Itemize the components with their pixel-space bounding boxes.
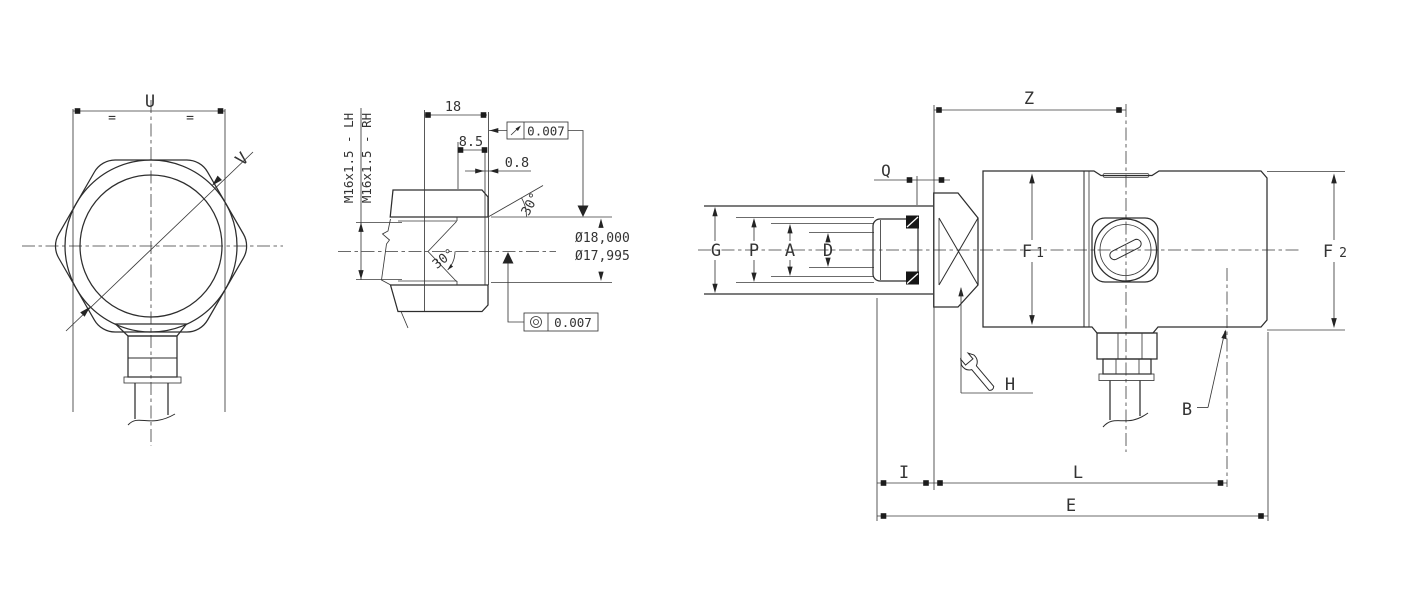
gland-body-front xyxy=(127,335,178,378)
gland-hex-1 xyxy=(1096,332,1158,360)
angle-label-outer: 30° xyxy=(519,190,543,218)
outer-circle xyxy=(64,159,238,333)
cable-break-side xyxy=(1102,412,1149,428)
inner-circle xyxy=(79,174,223,318)
runout-frame: 0.007 xyxy=(489,121,589,217)
symmetry-mark-left: = xyxy=(108,111,116,126)
datum-triangle-icon xyxy=(502,252,514,264)
dim-label-p: P xyxy=(749,241,759,261)
wrench-icon xyxy=(960,352,995,391)
dim-label-f2-sub: 2 xyxy=(1339,246,1347,261)
front-view: U = = V xyxy=(22,92,283,446)
dim-label-z: Z xyxy=(1024,89,1034,109)
lower-section-hatch xyxy=(389,284,489,313)
angle-label-inner: 30° xyxy=(430,246,458,272)
cable-break-front xyxy=(127,413,176,426)
dim-label-f1-sub: 1 xyxy=(1036,246,1044,261)
thread-spec-rh: M16x1.5 - RH xyxy=(359,113,374,203)
dim-label-i: I xyxy=(899,463,909,483)
symmetry-mark-right: = xyxy=(186,111,194,126)
hex-housing-outline xyxy=(54,159,248,333)
circular-runout-icon xyxy=(510,124,523,136)
dim-label-d: D xyxy=(823,241,833,261)
dim-label-b: B xyxy=(1182,400,1192,420)
dim-label-l: L xyxy=(1073,463,1083,483)
dim-label-g: G xyxy=(711,241,721,261)
load-cell-body-outline xyxy=(982,170,1268,334)
dim-label-f1: F xyxy=(1022,242,1032,262)
dim-label-u: U xyxy=(145,92,155,112)
outer-taper-silhouette xyxy=(381,218,392,286)
dim-label-v: V xyxy=(232,149,253,170)
runout-tolerance-value: 0.007 xyxy=(527,124,565,139)
rod-end-nut xyxy=(872,218,919,282)
concentricity-tolerance-value: 0.007 xyxy=(554,315,592,330)
plug-outer-circle xyxy=(1093,218,1158,282)
dim-label-0-8: 0.8 xyxy=(505,155,529,171)
upper-section-hatch xyxy=(389,189,489,218)
datum-triangle-icon xyxy=(577,205,589,217)
dim-label-h: H xyxy=(1005,375,1015,395)
label-flat xyxy=(1102,173,1150,178)
concentricity-icon xyxy=(530,316,542,328)
seal-ring-bottom xyxy=(906,271,919,285)
dim-label-f2: F xyxy=(1323,242,1333,262)
plug-boss xyxy=(1091,217,1159,283)
seal-ring-top xyxy=(906,215,919,229)
plug-slot xyxy=(1109,238,1142,261)
thread-spec-lh: M16x1.5 - LH xyxy=(341,113,356,203)
gland-washer xyxy=(1098,373,1155,381)
dim-label-e: E xyxy=(1066,496,1076,516)
dim-label-a: A xyxy=(785,241,795,261)
plug-inner-circle xyxy=(1099,224,1152,276)
gland-hex-2 xyxy=(1102,358,1152,375)
dim-label-q: Q xyxy=(881,161,891,180)
side-view: G P A D xyxy=(698,89,1347,521)
diameter-min-label: Ø17,995 xyxy=(575,249,630,264)
diameter-max-label: Ø18,000 xyxy=(575,231,630,246)
rod-diameter-dims: G P A D xyxy=(711,206,833,294)
dim-label-8-5: 8.5 xyxy=(459,134,483,150)
dim-label-18: 18 xyxy=(445,99,461,115)
section-view: 18 8.5 0.8 0.007 xyxy=(338,99,630,332)
